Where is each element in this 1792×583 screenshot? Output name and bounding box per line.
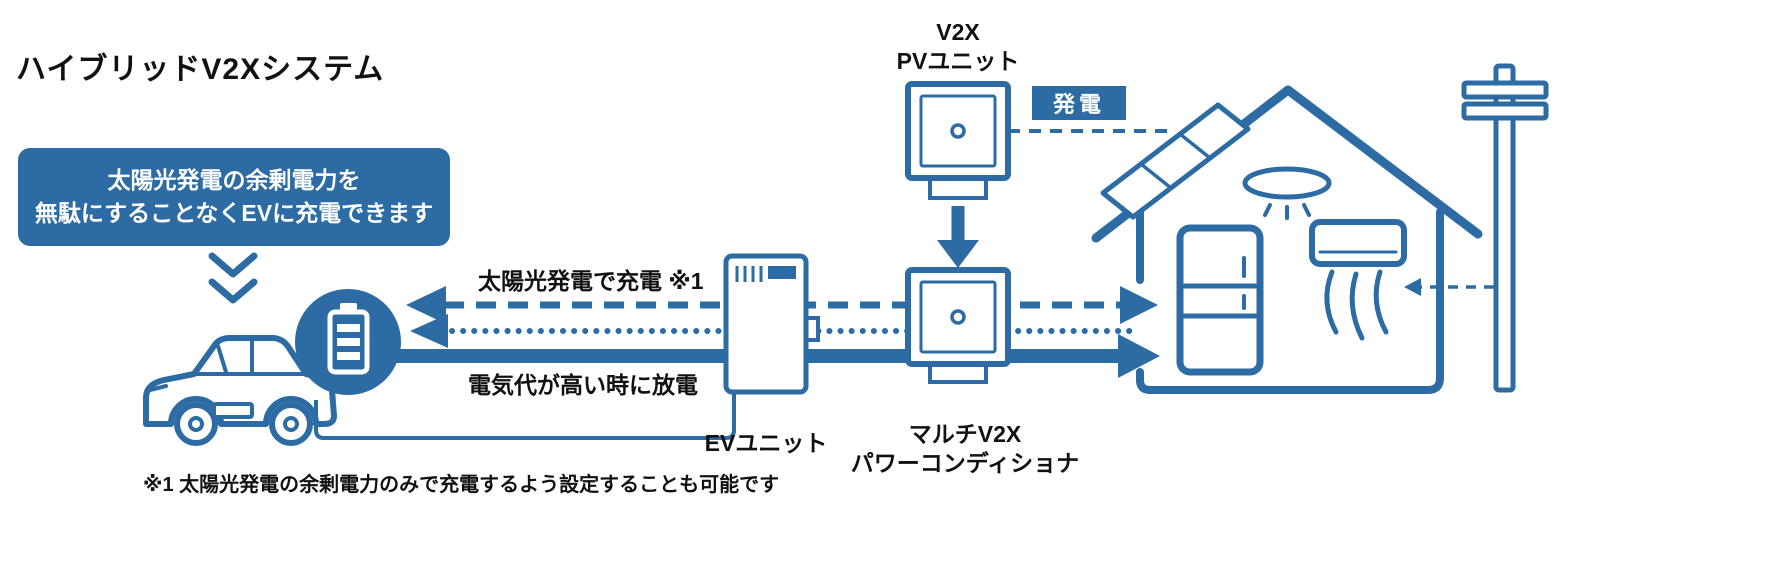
ceiling-light-icon [1242, 166, 1332, 220]
double-chevron-down-icon [208, 252, 258, 304]
footnote: ※1 太陽光発電の余剰電力のみで充電するよう設定することも可能です [143, 474, 780, 496]
charge-arrowhead-left [406, 286, 446, 324]
ev-unit-box [723, 253, 820, 395]
pcs-label-line2: パワーコンディショナ [850, 450, 1080, 476]
discharge-arrowhead-right [1118, 334, 1160, 378]
house-icon [1091, 85, 1483, 394]
charge-arrowhead-right [1120, 286, 1158, 324]
pv-to-pcs-arrow [937, 206, 979, 268]
ev-car-icon [143, 335, 337, 446]
refrigerator-icon [1176, 224, 1264, 376]
air-conditioner-icon [1309, 219, 1407, 341]
dotted-arrowhead-left [410, 314, 448, 348]
ev-unit-label: EVユニット [704, 430, 828, 456]
ev-charge-cable [314, 392, 736, 440]
page-title: ハイブリッドV2Xシステム [16, 53, 385, 86]
grid-supply-arrow [1404, 278, 1494, 296]
discharge-flow-label: 電気代が高い時に放電 [468, 372, 698, 398]
callout-line1: 太陽光発電の余剰電力を [107, 167, 361, 193]
callout-line2: 無駄にすることなくEVに充電できます [34, 200, 434, 226]
pv-unit-label: V2X PVユニット [876, 18, 1040, 76]
charge-flow-label: 太陽光発電で充電 ※1 [478, 268, 704, 294]
power-conditioner-label: マルチV2X パワーコンディショナ [845, 420, 1085, 478]
pcs-label-line1: マルチV2X [908, 421, 1022, 447]
generation-badge: 発電 [1032, 86, 1126, 120]
power-conditioner-box [905, 267, 1011, 384]
pv-unit-box [905, 81, 1011, 200]
pv-unit-label-line2: PVユニット [896, 48, 1020, 74]
pv-unit-label-line1: V2X [936, 19, 980, 45]
solar-panel-icon [1100, 102, 1251, 220]
utility-pole-icon [1461, 63, 1549, 393]
callout-banner: 太陽光発電の余剰電力を 無駄にすることなくEVに充電できます [18, 148, 450, 246]
battery-charging-icon [295, 289, 401, 395]
